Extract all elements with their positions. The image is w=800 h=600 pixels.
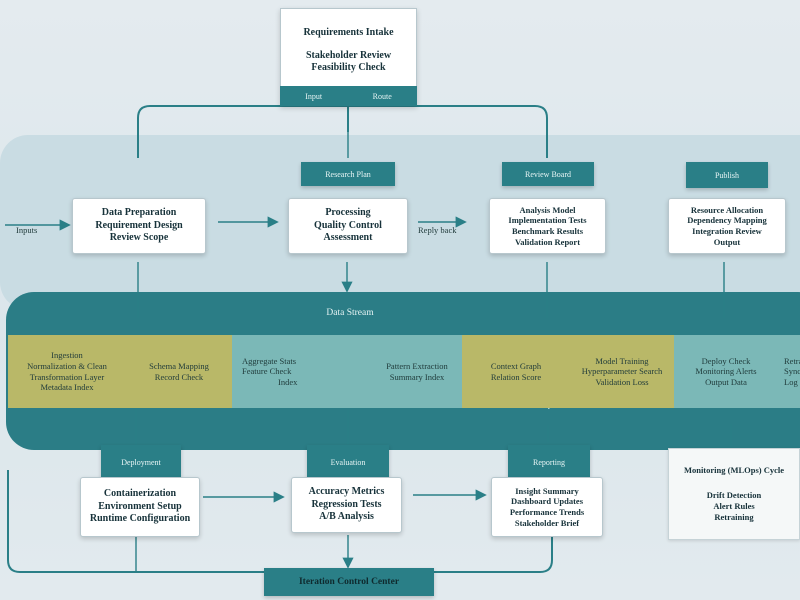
cell-line: Pattern Extraction (386, 360, 448, 371)
data-preparation-box[interactable]: Data Preparation Requirement Design Revi… (72, 198, 206, 254)
cell-line: Transformation Layer (29, 371, 105, 382)
inputs-label: Inputs (16, 225, 38, 235)
box-line: Dashboard Updates (510, 496, 584, 507)
box-line: Performance Trends (509, 507, 585, 517)
box-line: Stakeholder Brief (514, 517, 580, 528)
monitoring-side-box[interactable]: Monitoring (MLOps) Cycle Drift Detection… (668, 448, 800, 540)
monitoring-line: Drift Detection (706, 490, 762, 501)
tab-evaluation[interactable]: Evaluation (307, 445, 389, 479)
cell-line: Aggregate Stats (242, 355, 297, 366)
band-cell-retrain[interactable]: Retrain Sync Log (778, 335, 800, 408)
cell-line: Context Graph (490, 360, 542, 371)
cell-line: Feature Check (242, 366, 292, 377)
top-footer-left: Input (305, 91, 323, 101)
monitoring-line: Alert Rules (713, 501, 755, 512)
box-line: Resource Allocation (690, 204, 764, 215)
band-cell-aggregate[interactable]: Aggregate Stats Feature Check Index (232, 335, 372, 408)
insight-summary-box[interactable]: Insight Summary Dashboard Updates Perfor… (491, 477, 603, 537)
cell-line: Index (278, 376, 298, 387)
box-line: Runtime Configuration (89, 513, 191, 525)
cell-line: Metadata Index (40, 382, 94, 393)
cell-line: Output Data (705, 376, 747, 387)
cell-line: Retrain (784, 355, 800, 366)
box-line: Containerization (103, 488, 177, 500)
cell-line: Deploy Check (701, 355, 751, 366)
box-line: Implementation Tests (508, 215, 587, 226)
box-line: Analysis Model (519, 204, 576, 215)
top-intake-line: Requirements Intake (303, 27, 394, 38)
box-line: Environment Setup (98, 500, 182, 512)
band-cell-pattern[interactable]: Pattern Extraction Summary Index (372, 335, 462, 408)
monitoring-title: Monitoring (MLOps) Cycle (683, 465, 785, 475)
containerization-box[interactable]: Containerization Environment Setup Runti… (80, 477, 200, 537)
band-cell-ingestion[interactable]: Ingestion Normalization & Clean Transfor… (8, 335, 126, 408)
top-footer-right: Route (372, 91, 392, 101)
cell-line: Log (784, 376, 798, 387)
box-line: Dependency Mapping (687, 215, 767, 226)
box-line: Requirement Design (95, 219, 183, 231)
footer-label: Iteration Control Center (298, 577, 400, 587)
box-line: Validation Report (514, 236, 581, 247)
tab-review-board[interactable]: Review Board (502, 162, 594, 186)
box-line: Data Preparation (101, 207, 177, 219)
box-line: A/B Analysis (319, 511, 374, 523)
box-line: Accuracy Metrics (308, 486, 385, 498)
box-line: Regression Tests (311, 498, 382, 510)
band-cell-deploy[interactable]: Deploy Check Monitoring Alerts Output Da… (674, 335, 778, 408)
tab-deployment[interactable]: Deployment (101, 445, 181, 479)
tab-research-plan[interactable]: Research Plan (301, 162, 395, 186)
box-line: Processing (325, 207, 371, 219)
cell-line: Hyperparameter Search (581, 366, 663, 377)
analysis-model-box[interactable]: Analysis Model Implementation Tests Benc… (489, 198, 606, 254)
reply-back-label: Reply back (418, 225, 457, 235)
box-line: Benchmark Results (511, 226, 584, 236)
cell-line: Sync (784, 366, 800, 377)
box-line: Assessment (323, 232, 373, 244)
box-line: Output (713, 236, 741, 247)
band-cell-context[interactable]: Context Graph Relation Score (462, 335, 570, 408)
data-stream-title: Data Stream (326, 308, 374, 318)
cell-line: Record Check (154, 371, 204, 382)
band-cell-training[interactable]: Model Training Hyperparameter Search Val… (570, 335, 674, 408)
cell-line: Relation Score (490, 371, 542, 382)
box-line: Quality Control (314, 219, 382, 231)
processing-box[interactable]: Processing Quality Control Assessment (288, 198, 408, 254)
box-line: Review Scope (109, 232, 169, 244)
tab-reporting[interactable]: Reporting (508, 445, 590, 479)
cell-line: Validation Loss (595, 376, 649, 387)
band-cell-schema[interactable]: Schema Mapping Record Check (126, 335, 232, 408)
iteration-control-footer[interactable]: Iteration Control Center (264, 568, 434, 596)
top-intake-line: Feasibility Check (311, 62, 386, 73)
resource-allocation-box[interactable]: Resource Allocation Dependency Mapping I… (668, 198, 786, 254)
cell-line: Summary Index (389, 371, 445, 382)
accuracy-metrics-box[interactable]: Accuracy Metrics Regression Tests A/B An… (291, 477, 402, 533)
box-line: Integration Review (692, 226, 762, 236)
top-intake-footer: Input Route (280, 86, 417, 106)
top-intake-line: Stakeholder Review (305, 49, 392, 61)
monitoring-line: Retraining (714, 512, 754, 523)
cell-line: Monitoring Alerts (695, 366, 757, 377)
cell-line: Model Training (595, 355, 649, 366)
cell-line: Ingestion (51, 350, 83, 361)
tab-publish[interactable]: Publish (686, 162, 768, 188)
box-line: Insight Summary (515, 485, 579, 496)
cell-line: Schema Mapping (149, 360, 209, 371)
cell-line: Normalization & Clean (27, 360, 107, 371)
